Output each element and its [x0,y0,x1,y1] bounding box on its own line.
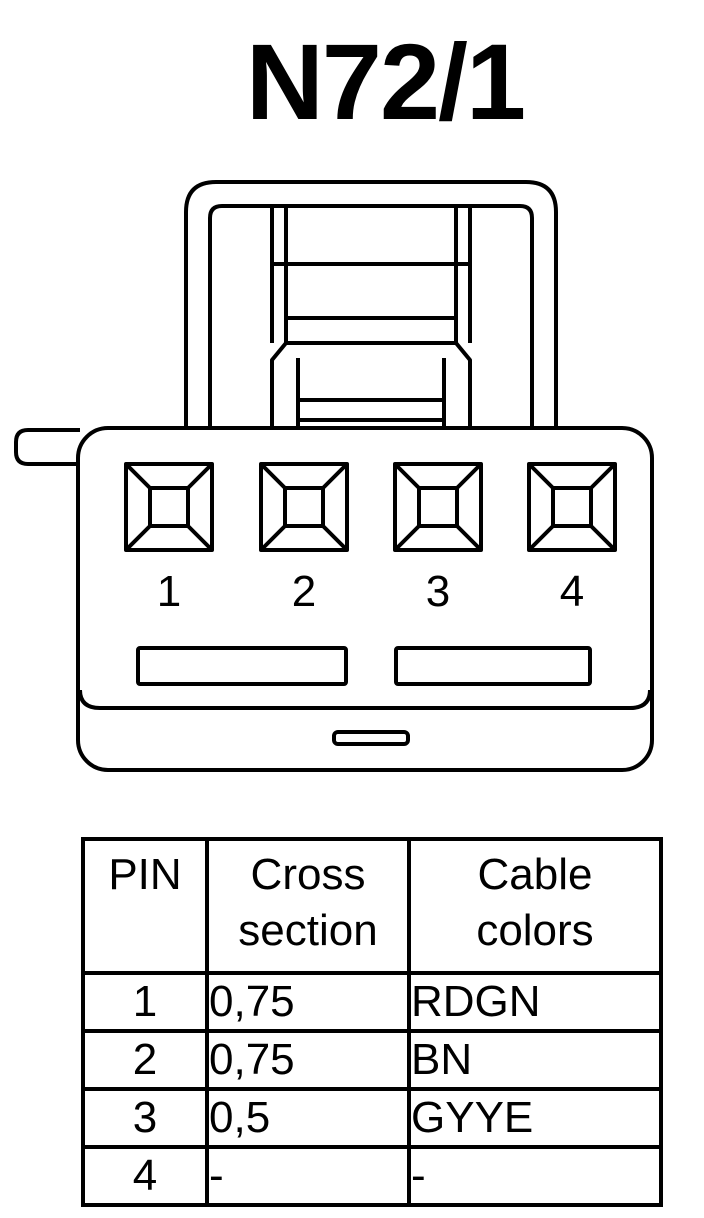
pin-cavity-3 [393,462,483,552]
header-cable-colors-line: colors [476,906,594,955]
table-row: 4 - - [81,1145,663,1207]
cell-pin: 4 [81,1145,209,1207]
housing-step [78,689,652,710]
connector-drawing: 1 2 3 4 [14,180,654,772]
pin-cavity-2 [259,462,349,552]
coding-slot-left [136,646,348,686]
coding-slot-right [394,646,592,686]
header-cross-section: Cross section [205,837,411,975]
pin-number-2: 2 [292,567,316,616]
cell-cross-section: 0,75 [205,971,411,1033]
pin-number-4: 4 [560,567,584,616]
cell-cross-section: - [205,1145,411,1207]
pin-number-3: 3 [426,567,450,616]
header-cable-colors-line: Cable [477,850,593,899]
header-cable-colors: Cable colors [407,837,663,975]
cell-pin: 3 [81,1087,209,1149]
table-row: 1 0,75 RDGN [81,971,663,1033]
pin-assignment-table: PIN Cross section Cable colors 1 0,75 RD… [81,837,663,1207]
side-tab [14,428,80,466]
cell-pin: 1 [81,971,209,1033]
connector-housing [76,426,654,772]
latch-tongue-body [270,318,288,430]
cell-cable-color: GYYE [407,1087,663,1149]
table-row: 2 0,75 BN [81,1029,663,1091]
bottom-slot [332,730,410,746]
cell-cable-color: RDGN [407,971,663,1033]
cell-cross-section: 0,75 [205,1029,411,1091]
diagram-title: N72/1 [245,21,526,142]
header-cross-section-line: Cross [250,850,366,899]
pin-cavity-4 [527,462,617,552]
cell-pin: 2 [81,1029,209,1091]
latch-frame-outer [184,180,558,430]
pin-number-1: 1 [157,567,181,616]
cell-cross-section: 0,5 [205,1087,411,1149]
header-pin-line: PIN [108,850,182,899]
table-header-row: PIN Cross section Cable colors [81,837,663,975]
header-cross-section-line: section [238,906,378,955]
pin-cavity-1 [124,462,214,552]
header-pin: PIN [81,837,209,975]
latch-frame-inner [208,204,534,430]
cell-cable-color: - [407,1145,663,1207]
table-row: 3 0,5 GYYE [81,1087,663,1149]
cell-cable-color: BN [407,1029,663,1091]
